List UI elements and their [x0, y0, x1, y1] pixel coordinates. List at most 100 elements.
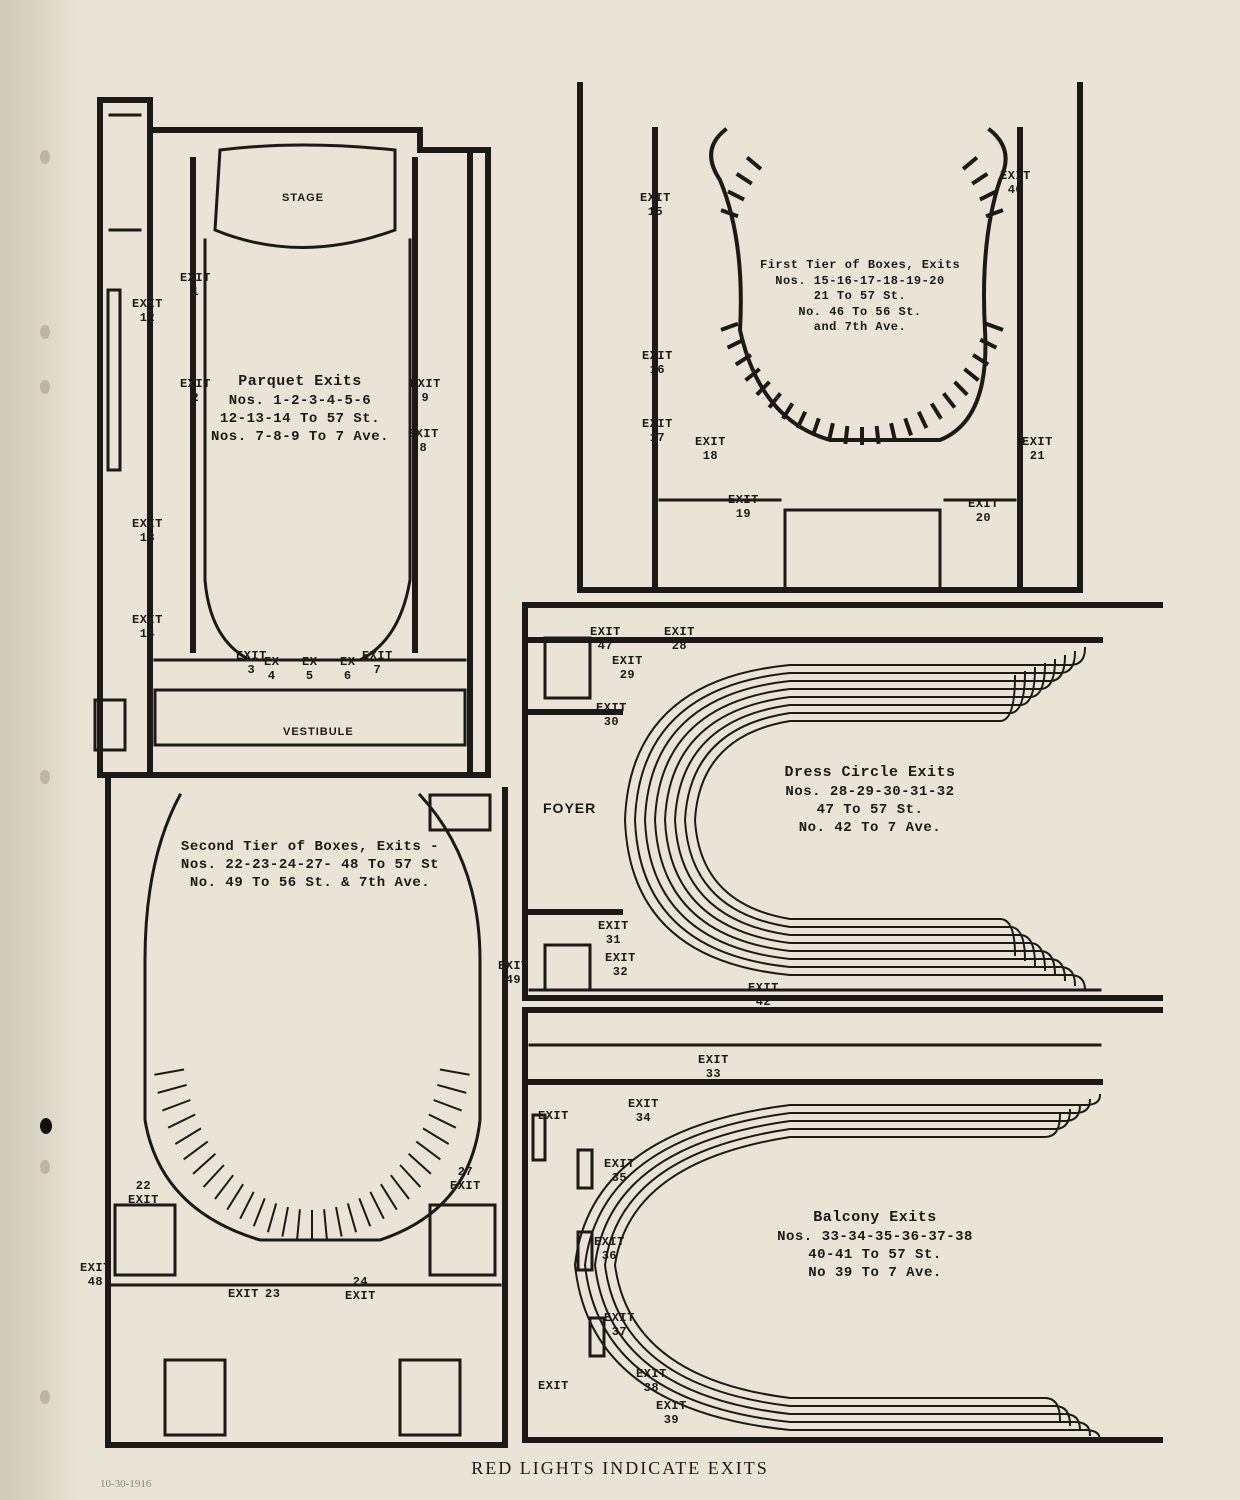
box-partition: [296, 1209, 301, 1240]
box-partition: [192, 1153, 217, 1175]
box-partition: [843, 425, 850, 445]
box-partition: [157, 1083, 187, 1094]
box-partition: [439, 1068, 470, 1076]
parquet-exits-legend: Parquet Exits Nos. 1-2-3-4-5-6 12-13-14 …: [210, 373, 390, 445]
box-partition: [979, 189, 997, 202]
box-partitions-second-tier: [154, 1068, 470, 1240]
box-partition: [720, 321, 739, 332]
balcony-exits-legend: Balcony Exits Nos. 33-34-35-36-37-38 40-…: [777, 1209, 973, 1281]
box-partition: [415, 1140, 441, 1161]
box-partition: [433, 1099, 463, 1112]
box-partition: [971, 353, 990, 367]
box-partition: [961, 155, 979, 171]
box-partition: [323, 1209, 328, 1240]
binder-hole: [40, 380, 50, 394]
box-partition: [745, 155, 763, 171]
box-partition: [281, 1206, 289, 1237]
box-partition: [916, 410, 929, 429]
binder-hole: [40, 1160, 50, 1174]
box-partition: [358, 1197, 372, 1227]
box-partition: [346, 1203, 358, 1233]
box-partition: [889, 422, 897, 442]
exit-marker: EXIT: [228, 1287, 259, 1301]
box-partition: [726, 337, 745, 350]
second-tier-exits-legend: Second Tier of Boxes, Exits - Nos. 22-23…: [180, 839, 440, 892]
box-partition: [795, 410, 808, 429]
box-partitions-first-tier: [720, 155, 1004, 445]
box-partition: [903, 417, 913, 437]
box-partition: [735, 172, 753, 186]
box-partition: [154, 1068, 185, 1076]
second-tier-plan: [105, 777, 508, 1448]
box-partition: [214, 1174, 234, 1200]
binder-hole: [40, 770, 50, 784]
box-partition: [252, 1197, 266, 1227]
box-partition: [979, 337, 998, 350]
box-partition: [985, 208, 1004, 219]
box-partition: [335, 1206, 343, 1237]
box-partition: [369, 1191, 385, 1220]
box-partition: [239, 1191, 255, 1220]
room-label-vestibule: VESTIBULE: [283, 726, 354, 738]
parquet-plan: [93, 97, 491, 778]
box-partition: [174, 1127, 202, 1145]
box-partition: [971, 172, 989, 186]
box-partition: [874, 425, 881, 445]
binder-hole: [40, 1390, 50, 1404]
box-partition: [942, 392, 957, 409]
box-partition: [985, 321, 1004, 332]
binder-hole: [40, 325, 50, 339]
box-partition: [767, 392, 782, 409]
first-tier-plan: [577, 82, 1083, 593]
box-partition: [437, 1083, 467, 1094]
box-partition: [380, 1183, 398, 1211]
box-partition: [422, 1127, 450, 1145]
balcony-plan: [522, 1007, 1163, 1443]
exit-marker: EXIT: [538, 1109, 569, 1123]
dress-circle-exits-legend: Dress Circle Exits Nos. 28-29-30-31-32 4…: [784, 764, 956, 836]
archival-pencil-note: 10-30-1916: [100, 1478, 152, 1490]
box-partition: [727, 189, 745, 202]
box-partition: [167, 1113, 196, 1129]
box-partition: [720, 208, 739, 219]
exit-marker: EXIT: [538, 1379, 569, 1393]
first-tier-exits-legend: First Tier of Boxes, Exits Nos. 15-16-17…: [760, 258, 961, 335]
box-partition: [963, 367, 980, 382]
box-partition: [953, 380, 969, 397]
box-partition: [781, 402, 795, 420]
box-partition: [161, 1099, 191, 1112]
box-partition: [734, 353, 753, 367]
box-partition: [407, 1153, 432, 1175]
